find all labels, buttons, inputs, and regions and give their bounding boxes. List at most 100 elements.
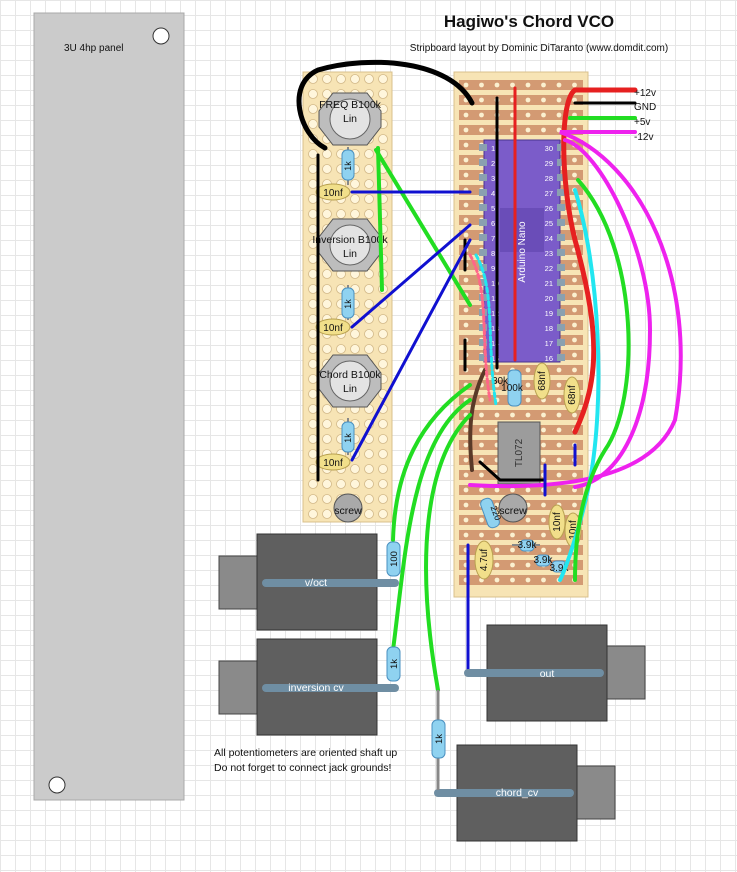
left-board-hole xyxy=(322,209,332,219)
nano-pin-label-right: 22 xyxy=(545,264,553,273)
nano-pin-label-right: 26 xyxy=(545,204,553,213)
nano-pin-label-right: 29 xyxy=(545,159,553,168)
left-board-hole xyxy=(308,284,318,294)
strip-hole xyxy=(510,82,515,88)
left-cap-2-label: 10nf xyxy=(323,323,343,334)
wire-rainbow-2 xyxy=(474,253,498,407)
left-board-hole xyxy=(350,209,360,219)
nano-pin-right xyxy=(557,144,565,151)
wire-green-jack-1 xyxy=(391,383,472,542)
left-board-hole xyxy=(308,359,318,369)
pot-freq-shaft xyxy=(329,98,371,140)
strip-hole xyxy=(479,532,484,538)
copper-strip xyxy=(459,125,583,135)
wire-blue-3 xyxy=(350,238,472,462)
opamp-ic: TL072 xyxy=(497,421,541,485)
strip-hole xyxy=(479,427,484,433)
left-board-hole xyxy=(364,209,374,219)
nano-chip xyxy=(500,208,544,252)
strip-hole xyxy=(572,367,577,373)
left-board-hole xyxy=(308,419,318,429)
cap-10nf-1-body xyxy=(548,504,566,540)
left-board-hole xyxy=(364,74,374,84)
strip-hole xyxy=(463,217,469,223)
left-board-hole xyxy=(322,404,332,414)
strip-hole xyxy=(510,487,515,493)
strip-hole xyxy=(494,547,500,553)
jack-chord-cv: chord_cv xyxy=(434,744,616,842)
strip-hole xyxy=(494,487,500,493)
strip-hole xyxy=(572,292,577,298)
strip-hole xyxy=(463,487,469,493)
strip-hole xyxy=(463,442,469,448)
left-board-hole xyxy=(378,434,388,444)
nano-pin-label-left: 14 xyxy=(491,339,499,348)
copper-strip xyxy=(459,530,583,540)
nano-pin-label-left: 6 xyxy=(491,219,495,228)
panel-hole-top xyxy=(152,27,170,45)
left-resistor-2-label: 1k xyxy=(343,299,353,309)
left-board-hole xyxy=(364,194,374,204)
left-board-hole xyxy=(378,494,388,504)
strip-hole xyxy=(541,502,546,508)
page-title: Hagiwo's Chord VCO xyxy=(444,12,614,31)
nano-pin-left xyxy=(479,219,487,226)
left-board-hole xyxy=(322,419,332,429)
left-board-hole xyxy=(350,329,360,339)
left-board-hole xyxy=(308,449,318,459)
nano-pin-label-left: 4 xyxy=(491,189,495,198)
left-board-hole xyxy=(308,254,318,264)
strip-hole xyxy=(463,142,469,148)
left-board-hole xyxy=(308,329,318,339)
strip-hole xyxy=(463,202,469,208)
pot-freq-sublabel: Lin xyxy=(343,113,357,125)
nano-pin-left xyxy=(479,249,487,256)
left-board-hole xyxy=(378,479,388,489)
strip-hole xyxy=(572,277,577,283)
left-board-hole xyxy=(322,284,332,294)
left-cap-1-body xyxy=(315,183,351,201)
nano-pin-label-right: 21 xyxy=(545,279,553,288)
pot-inversion-shaft xyxy=(329,224,371,266)
nano-pin-left xyxy=(479,159,487,166)
strip-hole xyxy=(525,382,531,388)
nano-pin-left xyxy=(479,204,487,211)
strip-hole xyxy=(479,442,484,448)
left-board-hole xyxy=(308,344,318,354)
panel-body xyxy=(33,12,185,801)
left-board-hole xyxy=(336,74,346,84)
jack-resistor-1k-inv-label: 1k xyxy=(389,659,400,669)
left-board-hole xyxy=(308,314,318,324)
strip-hole xyxy=(525,97,531,103)
wires xyxy=(296,59,683,692)
wire-green-2 xyxy=(376,146,384,292)
strip-hole xyxy=(463,112,469,118)
left-board-hole xyxy=(350,464,360,474)
strip-hole xyxy=(556,487,562,493)
pot-inversion-label: Inversion B100k xyxy=(312,234,388,246)
nano-pin-label-left: 11 xyxy=(491,294,499,303)
left-board-hole xyxy=(322,299,332,309)
left-board-hole xyxy=(308,119,318,129)
pot-chord-shaft xyxy=(329,360,371,402)
nano-pin-right xyxy=(557,309,565,316)
strip-hole xyxy=(463,232,469,238)
strip-hole xyxy=(556,442,562,448)
main-screw: screw xyxy=(498,493,528,523)
main-screw-label: screw xyxy=(499,505,527,517)
left-board-hole xyxy=(322,269,332,279)
wire-magenta-power xyxy=(468,130,683,489)
left-cap-1-label: 10nf xyxy=(323,188,343,199)
strip-hole xyxy=(541,97,546,103)
left-board-hole xyxy=(378,134,388,144)
nano-pin-label-right: 27 xyxy=(545,189,553,198)
strip-hole xyxy=(463,172,469,178)
cap-68nf-1: 68nf xyxy=(533,362,551,400)
left-board-hole xyxy=(308,179,318,189)
left-cap-2: 10nf xyxy=(315,318,351,336)
strip-hole xyxy=(572,82,577,88)
strip-hole xyxy=(463,427,469,433)
cap-68nf-1-body xyxy=(533,362,551,400)
left-board-hole xyxy=(364,479,374,489)
strip-hole xyxy=(510,577,515,583)
